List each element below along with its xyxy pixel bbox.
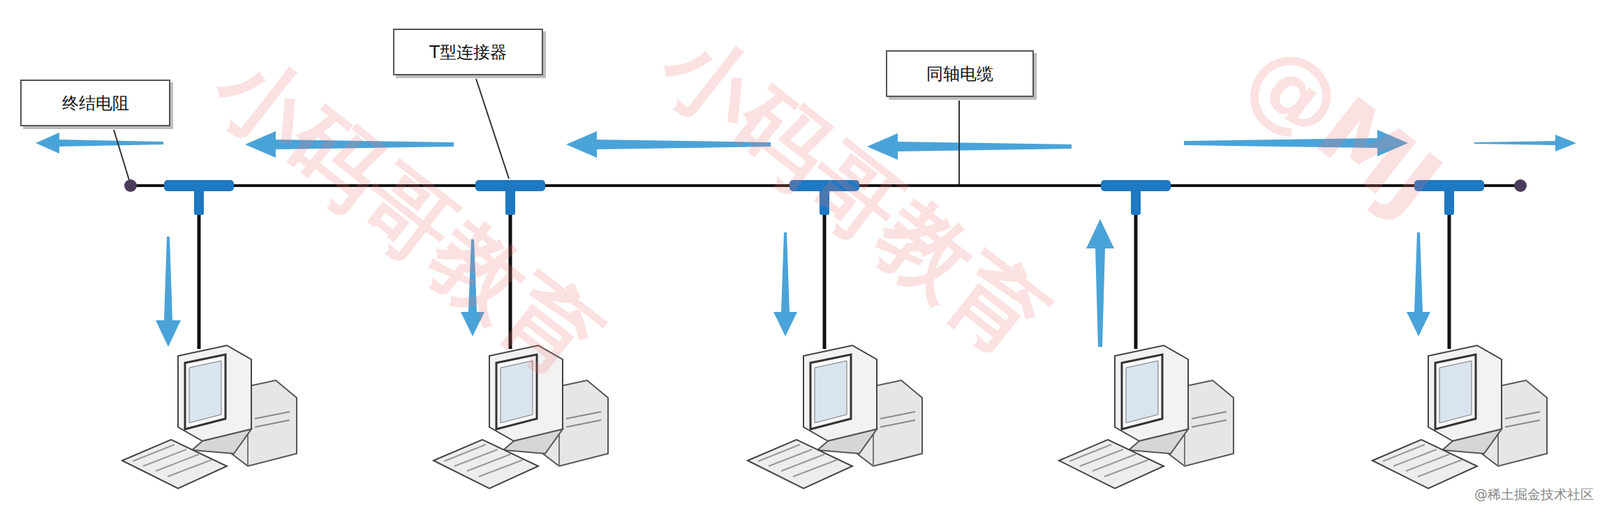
label-box: T型连接器 (393, 28, 544, 76)
computers (122, 345, 1547, 489)
label-box: 终结电阻 (20, 79, 171, 127)
source-credit: @稀土掘金技术社区 (1472, 485, 1596, 505)
watermark: @MJ (1225, 20, 1461, 237)
label-text: 同轴电缆 (916, 62, 1004, 86)
label-text: T型连接器 (419, 41, 517, 64)
label-box: 同轴电缆 (885, 50, 1034, 98)
terminator (124, 179, 137, 192)
terminator (1514, 179, 1527, 192)
label-text: 终结电阻 (52, 92, 139, 115)
watermark: 小码哥教育 (189, 27, 624, 405)
